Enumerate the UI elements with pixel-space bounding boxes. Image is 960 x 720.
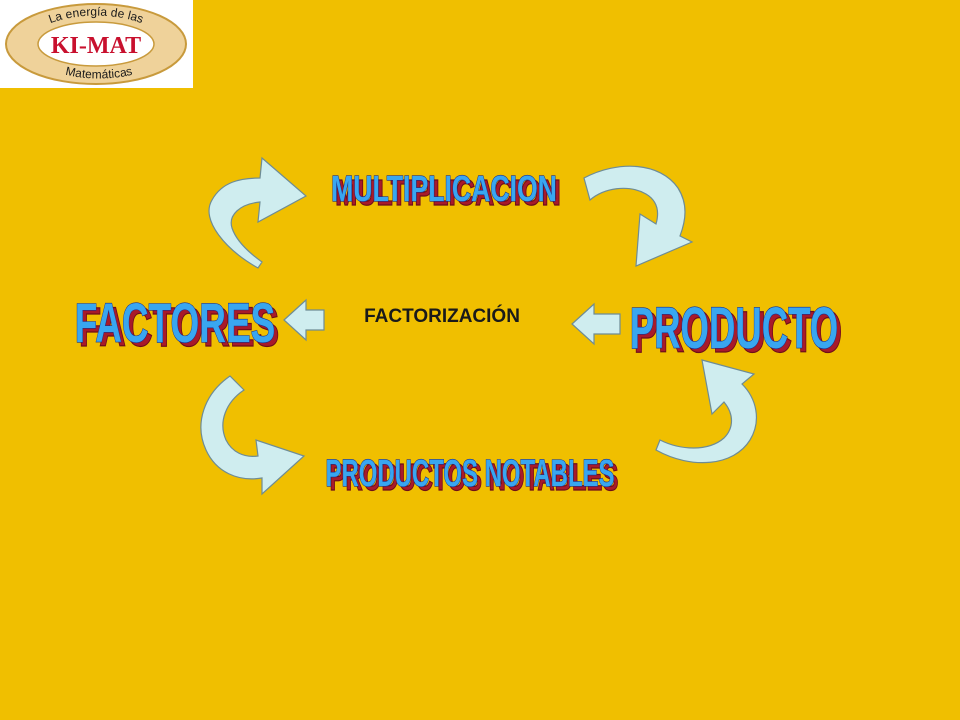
block-arrow-right bbox=[571, 302, 621, 346]
svg-text:MULTIPLICACION: MULTIPLICACION bbox=[331, 168, 557, 209]
svg-text:PRODUCTOS NOTABLES: PRODUCTOS NOTABLES bbox=[330, 455, 619, 498]
svg-text:PRODUCTOS NOTABLES: PRODUCTOS NOTABLES bbox=[326, 451, 615, 494]
node-productos-notables: PRODUCTOS NOTABLES PRODUCTOS NOTABLES bbox=[325, 451, 619, 499]
curved-arrow-bottom-right bbox=[655, 359, 757, 464]
node-producto: PRODUCTO PRODUCTO bbox=[629, 296, 842, 366]
logo: La energía de las KI-MAT Matemáticas bbox=[0, 0, 193, 88]
logo-bottom-text: Matemáticas bbox=[64, 64, 133, 82]
curved-arrow-bottom-left bbox=[200, 375, 306, 496]
svg-text:FACTORES: FACTORES bbox=[75, 292, 276, 355]
node-factores: FACTORES FACTORES bbox=[74, 292, 280, 360]
svg-text:PRODUCTO: PRODUCTO bbox=[630, 297, 838, 362]
svg-text:PRODUCTO: PRODUCTO bbox=[634, 301, 842, 366]
logo-name: KI-MAT bbox=[51, 33, 141, 59]
block-arrow-left bbox=[283, 298, 325, 342]
curved-arrow-top-left bbox=[208, 156, 308, 269]
node-multiplicacion: MULTIPLICACION MULTIPLICACION bbox=[331, 168, 562, 214]
svg-text:FACTORES: FACTORES bbox=[79, 296, 280, 359]
center-label-factorizacion: FACTORIZACIÓN bbox=[364, 305, 520, 327]
curved-arrow-top-right bbox=[583, 165, 694, 267]
svg-text:MULTIPLICACION: MULTIPLICACION bbox=[335, 172, 561, 213]
